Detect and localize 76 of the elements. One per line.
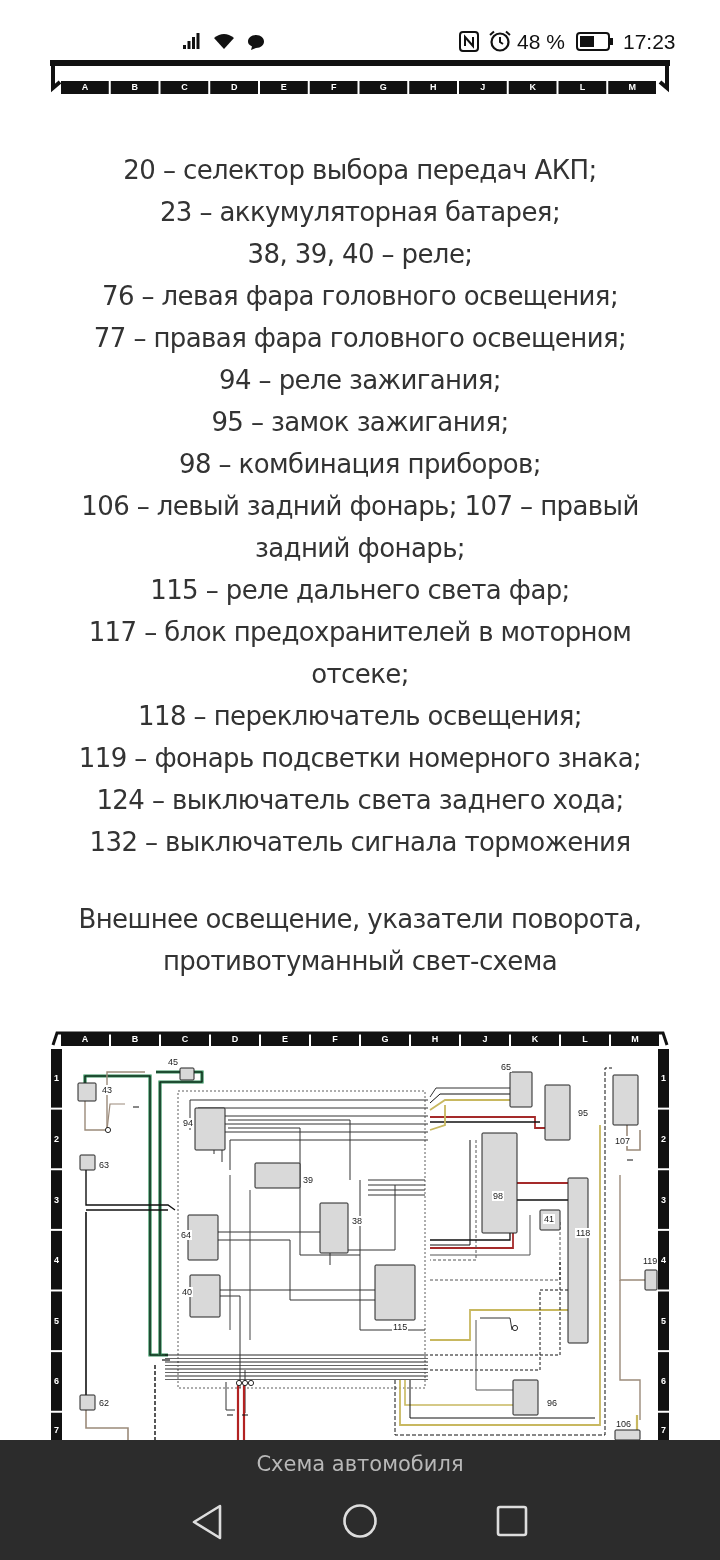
grid-row-number: 1: [660, 1072, 667, 1085]
grid-column-letter: L: [581, 1033, 589, 1045]
component-number: 38: [351, 1216, 363, 1226]
legend-item: 124 – выключатель света заднего хода;: [95, 784, 625, 817]
grid-row-number: 6: [660, 1375, 667, 1388]
component-number: 94: [182, 1118, 194, 1128]
grid-column-letter: E: [281, 1033, 289, 1045]
grid-column-letter: G: [380, 1033, 390, 1045]
legend-item: 95 – замок зажигания;: [210, 406, 510, 439]
grid-row-number: 1: [53, 1072, 60, 1085]
legend-item: 106 – левый задний фонарь; 107 – правый задний фонарь;: [80, 490, 640, 565]
legend-item: 117 – блок предохранителей в моторном отсеке;: [87, 616, 633, 691]
component-number: 107: [614, 1136, 632, 1146]
image-caption: Схема автомобиля: [255, 1452, 465, 1476]
legend-item: 115 – реле дальнего света фар;: [149, 574, 571, 607]
legend-item: 23 – аккумуляторная батарея;: [158, 196, 562, 229]
component-number: 63: [98, 1160, 110, 1170]
legend-item: 20 – селектор выбора передач АКП;: [122, 154, 598, 187]
battery-percentage: 48 %: [517, 30, 565, 54]
grid-row-number: 3: [660, 1193, 667, 1206]
grid-column-letter: L: [578, 81, 587, 93]
grid-row-number: 4: [660, 1254, 667, 1267]
component-number: 41: [543, 1214, 555, 1224]
grid-row-number: 7: [660, 1424, 667, 1436]
grid-column-letter: B: [130, 81, 139, 93]
grid-row-number: 2: [53, 1132, 60, 1145]
grid-column-letter: G: [378, 81, 388, 93]
component-number: 40: [181, 1287, 193, 1297]
grid-row-number: 6: [53, 1375, 60, 1388]
grid-column-letter: K: [528, 81, 537, 93]
component-number: 106: [615, 1419, 633, 1429]
legend-item: 98 – комбинация приборов;: [177, 448, 542, 481]
grid-row-number: 4: [53, 1254, 60, 1267]
grid-column-letter: J: [481, 1033, 489, 1045]
grid-row-number: 5: [53, 1314, 60, 1327]
grid-column-letter: H: [430, 1033, 440, 1045]
component-number: 96: [546, 1398, 558, 1408]
component-number: 39: [302, 1175, 314, 1185]
section-heading: Внешнее освещение, указатели поворота, противотуманный свет-схема: [77, 903, 643, 978]
status-time: 17:23: [623, 30, 676, 54]
grid-column-letter: C: [180, 1033, 190, 1045]
grid-column-letter: J: [479, 81, 487, 93]
component-number: 65: [500, 1062, 512, 1072]
legend-item: 118 – переключатель освещения;: [137, 700, 583, 733]
grid-column-letter: H: [428, 81, 438, 93]
grid-column-letter: K: [530, 1033, 540, 1045]
grid-row-number: 5: [660, 1314, 667, 1327]
legend-item: 94 – реле зажигания;: [218, 364, 502, 397]
component-number: 45: [167, 1057, 179, 1067]
grid-row-number: 2: [660, 1132, 667, 1145]
legend-item: 38, 39, 40 – реле;: [246, 238, 474, 271]
grid-column-letter: E: [279, 81, 288, 93]
component-number: 95: [577, 1108, 589, 1118]
component-number: 98: [492, 1191, 504, 1201]
grid-column-letter: D: [229, 81, 239, 93]
legend-item: 77 – правая фара головного освещения;: [92, 322, 628, 355]
component-number: 119: [642, 1256, 659, 1266]
component-number: 62: [98, 1398, 110, 1408]
component-number: 64: [180, 1230, 192, 1240]
legend-item: 76 – левая фара головного освещения;: [100, 280, 620, 313]
grid-row-number: 7: [53, 1424, 60, 1436]
grid-column-letter: B: [130, 1033, 140, 1045]
grid-row-number: 3: [53, 1193, 60, 1206]
grid-column-letter: M: [630, 1033, 640, 1045]
grid-column-letter: A: [80, 81, 90, 93]
grid-column-letter: A: [80, 1033, 90, 1045]
component-number: 115: [392, 1322, 409, 1332]
component-number: 43: [101, 1085, 113, 1095]
grid-column-letter: M: [627, 81, 637, 93]
legend-item: 132 – выключатель сигнала торможения: [88, 826, 632, 859]
component-number: 118: [575, 1228, 592, 1238]
grid-column-letter: F: [329, 81, 338, 93]
legend-item: 119 – фонарь подсветки номерного знака;: [77, 742, 643, 775]
grid-column-letter: C: [180, 81, 189, 93]
grid-column-letter: F: [331, 1033, 339, 1045]
grid-column-letter: D: [230, 1033, 240, 1045]
